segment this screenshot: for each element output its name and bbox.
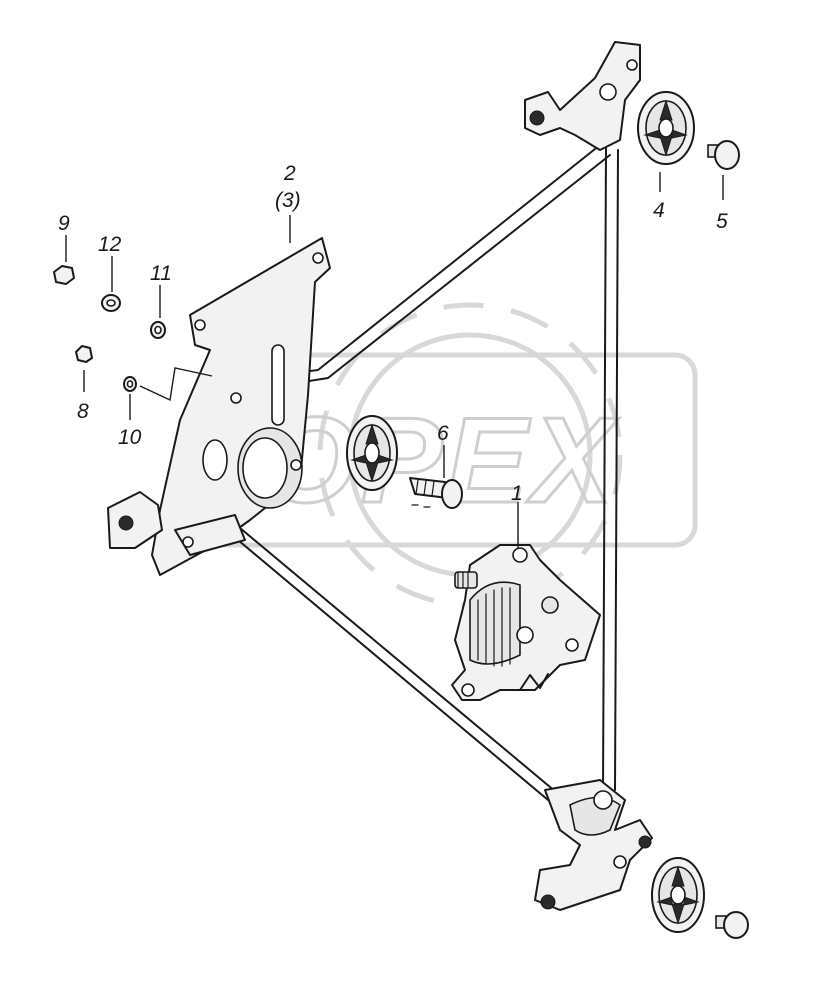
watermark-text: OPEX [262,392,620,528]
leader-lines [65,172,724,548]
cap-lower [715,911,749,939]
callout-8: 8 [77,400,89,423]
callout-5: 5 [716,210,728,233]
callout-2: 2 [283,162,296,185]
bolt [409,477,463,509]
roller-lower [651,857,705,933]
hardware-items [53,265,166,392]
mounting-plate [107,237,331,576]
callout-6: 6 [437,422,449,445]
bottom-bracket-bolt-icon [638,835,652,849]
bottom-bracket-nut-icon [540,894,556,910]
bottom-mounting-bracket [534,779,653,911]
plate-nut-icon [118,515,134,531]
callout-labels: 1 2 (3) 4 5 6 8 9 10 11 12 [58,162,728,505]
roller-upper [637,91,695,165]
cap-upper [707,140,740,170]
callout-12: 12 [98,233,122,256]
callout-10: 10 [118,426,142,449]
roller-middle [346,415,398,491]
top-mounting-bracket [524,41,641,151]
callout-9: 9 [58,212,70,235]
bracket-nut-icon [529,110,545,126]
nut-9-icon [53,265,75,285]
callout-4: 4 [653,199,665,222]
nut-8-icon [75,345,93,363]
regulator-mechanism [451,544,601,701]
callout-1: 1 [511,482,523,505]
callout-11: 11 [150,262,172,285]
callout-3: (3) [275,189,301,212]
